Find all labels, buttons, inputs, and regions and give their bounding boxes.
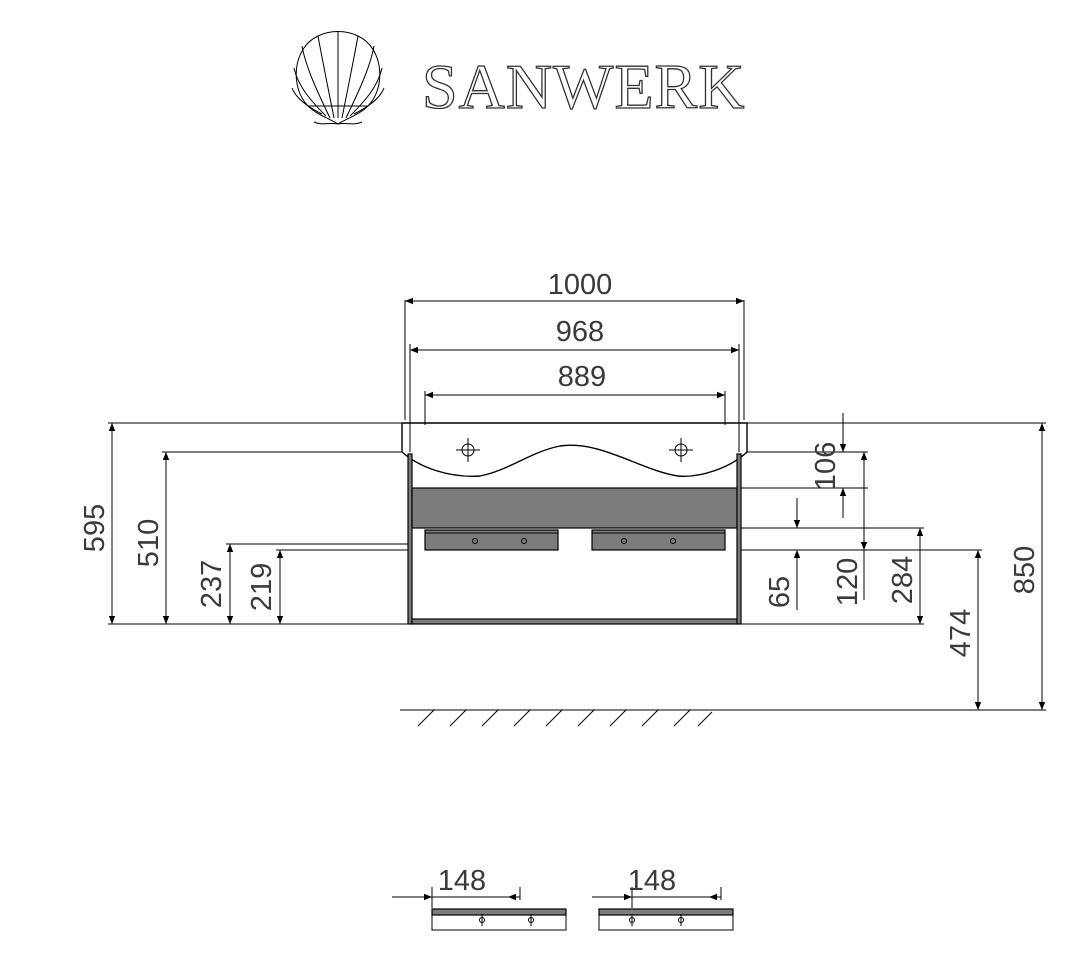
drawer-detail-right: 148 bbox=[592, 865, 734, 931]
dim-label-65: 65 bbox=[764, 576, 796, 608]
width-dimensions: 1000 968 889 bbox=[404, 269, 745, 452]
basin-top bbox=[401, 422, 748, 477]
drawer-left-width-label: 148 bbox=[438, 865, 486, 897]
right-height-dimensions: 106 65 120 284 474 850 bbox=[400, 413, 1046, 711]
brand-name: SANWERK bbox=[422, 51, 745, 122]
dim-label-595: 595 bbox=[79, 504, 111, 552]
shell-icon bbox=[291, 31, 385, 125]
left-height-dimensions: 595 510 237 219 bbox=[79, 422, 408, 625]
dim-label-889: 889 bbox=[558, 361, 606, 393]
drawer-detail-left: 148 bbox=[392, 865, 567, 931]
drawer-left bbox=[424, 529, 559, 551]
faucet-hole-right bbox=[669, 438, 693, 462]
dim-label-237: 237 bbox=[196, 560, 228, 608]
cabinet bbox=[401, 422, 748, 625]
drawer-right bbox=[591, 529, 726, 551]
dim-label-219: 219 bbox=[246, 563, 278, 611]
drawer-right-width-label: 148 bbox=[628, 865, 676, 897]
right-side-panel bbox=[736, 453, 742, 625]
brand-logo: SANWERK bbox=[291, 31, 745, 125]
bottom-rail bbox=[411, 618, 738, 625]
faucet-hole-left bbox=[456, 438, 480, 462]
dim-label-850: 850 bbox=[1009, 546, 1041, 594]
dim-label-1000: 1000 bbox=[548, 269, 613, 301]
dim-label-284: 284 bbox=[887, 556, 919, 604]
dim-label-474: 474 bbox=[945, 609, 977, 657]
floor-hatch bbox=[417, 709, 713, 727]
dim-label-120: 120 bbox=[832, 558, 864, 606]
dim-label-968: 968 bbox=[556, 316, 604, 348]
upper-shelf-panel bbox=[411, 487, 738, 529]
dim-label-510: 510 bbox=[133, 519, 165, 567]
left-side-panel bbox=[407, 453, 413, 625]
dim-label-106: 106 bbox=[810, 442, 842, 490]
